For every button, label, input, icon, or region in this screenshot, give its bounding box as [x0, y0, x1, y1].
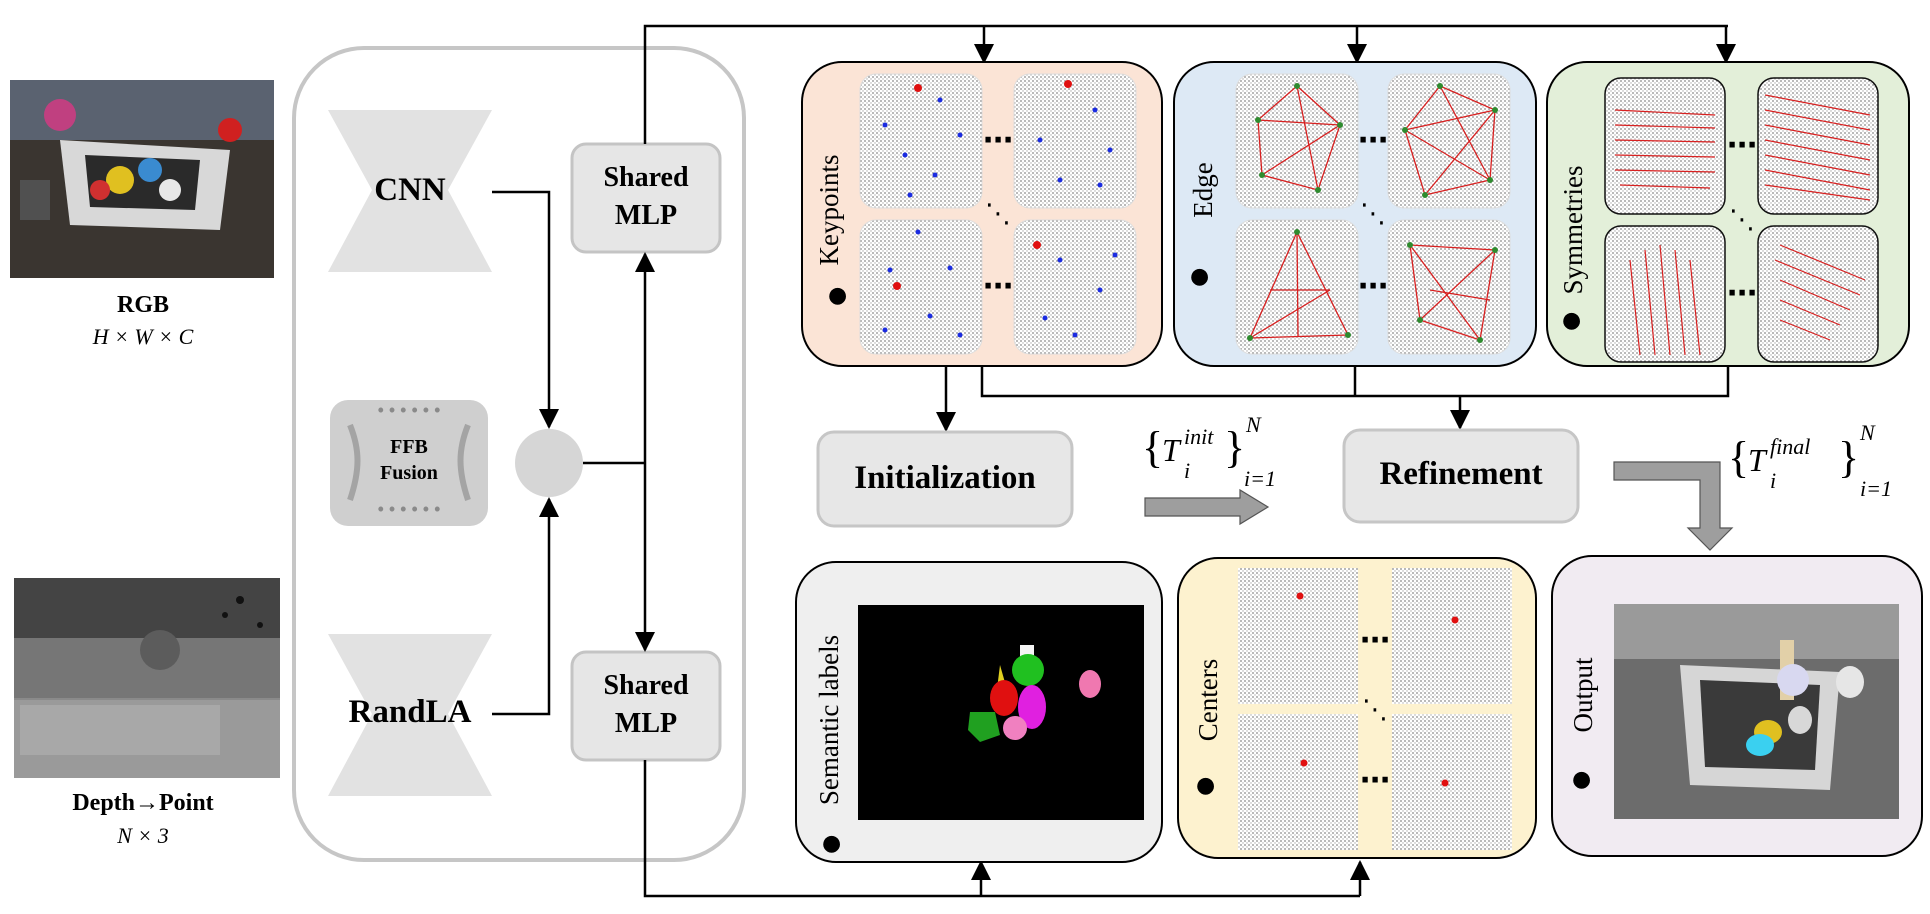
t-final-formula: { T final i } N i=1: [1728, 420, 1892, 501]
centers-bullet: ●: [1196, 773, 1215, 798]
keypoints-thumbnails: [859, 73, 1137, 355]
initialization-label: Initialization: [854, 460, 1036, 496]
output-image: [1614, 604, 1899, 819]
rgb-label: RGB: [116, 292, 169, 318]
shared-mlp-top-line2: MLP: [614, 200, 678, 231]
centers-thumbnails: [1238, 568, 1512, 850]
t-init-sup: init: [1184, 424, 1214, 449]
semantic-title: Semantic labels: [814, 635, 844, 805]
t-final-range-sub: i=1: [1860, 476, 1892, 501]
centers-ellipsis-top: ⋯: [1360, 623, 1390, 658]
rgb-input-image: [10, 80, 274, 278]
ffb-fusion-block: [330, 400, 488, 526]
symmetries-diag-ellipsis: ⋱: [1729, 205, 1755, 235]
symmetries-thumbnails: [1604, 77, 1879, 363]
t-init-formula: { T init i } N i=1: [1142, 412, 1276, 491]
output-bullet: ●: [1572, 767, 1591, 792]
t-final-sup: final: [1770, 434, 1811, 459]
ffb-dots-top: • • • • • •: [378, 400, 441, 420]
t-init-range-sub: i=1: [1244, 466, 1276, 491]
edge-bullet: ●: [1190, 264, 1209, 289]
t-init-sub: i: [1184, 458, 1191, 483]
centers-ellipsis-bottom: ⋯: [1360, 763, 1390, 798]
keypoints-ellipsis-top: ⋯: [983, 123, 1013, 158]
semantic-bullet: ●: [822, 831, 841, 856]
centers-diag-ellipsis: ⋱: [1362, 695, 1388, 725]
symmetries-bullet: ●: [1562, 308, 1581, 333]
t-init-range-sup: N: [1246, 412, 1261, 437]
edge-ellipsis-top: ⋯: [1358, 123, 1388, 158]
initialization-block: [816, 430, 1074, 528]
arrow-refinement-to-output: [1613, 461, 1734, 551]
refinement-block: [1342, 428, 1580, 524]
arrow-randla-to-fusion: [492, 497, 559, 716]
shared-mlp-bottom-line1: Shared: [603, 670, 689, 701]
arrow-init-to-refinement: [1144, 488, 1270, 526]
symmetries-ellipsis-bottom: ⋯: [1727, 276, 1757, 311]
depth-input-image: [14, 578, 280, 778]
shared-mlp-top-line1: Shared: [603, 162, 689, 193]
cnn-block: [328, 110, 492, 272]
line-mlp-top-bus: [643, 24, 1728, 144]
output-title: Output: [1568, 657, 1598, 733]
ffb-label-line1: FFB: [390, 436, 428, 458]
semantic-label-map: [858, 605, 1144, 820]
keypoints-bullet: ●: [828, 283, 847, 308]
shared-mlp-bottom-line2: MLP: [614, 708, 678, 739]
t-final-range-sup: N: [1860, 420, 1875, 445]
keypoints-title: Keypoints: [814, 155, 844, 266]
edge-diag-ellipsis: ⋱: [1360, 199, 1386, 229]
depth-label: Depth→Point: [72, 790, 214, 816]
ffb-dots-bottom: • • • • • •: [378, 499, 441, 519]
ffb-swap-arrow-left: [347, 423, 361, 501]
randla-block: [328, 634, 492, 796]
keypoints-diag-ellipsis: ⋱: [985, 199, 1011, 229]
symmetries-ellipsis-top: ⋯: [1727, 128, 1757, 163]
edge-ellipsis-bottom: ⋯: [1358, 269, 1388, 304]
line-mlp-bottom-bus: [643, 760, 1360, 898]
symmetries-title: Symmetries: [1558, 166, 1588, 295]
edge-thumbnails: [1235, 73, 1511, 355]
t-final-sub: i: [1770, 468, 1777, 493]
edge-title: Edge: [1188, 162, 1218, 217]
ffb-swap-arrow-right: [457, 423, 471, 501]
t-init-base: T: [1162, 432, 1180, 468]
centers-title: Centers: [1193, 659, 1223, 741]
cnn-label: CNN: [374, 172, 446, 208]
refinement-label: Refinement: [1379, 456, 1543, 492]
keypoints-ellipsis-bottom: ⋯: [983, 269, 1013, 304]
arrow-cnn-to-fusion: [492, 190, 559, 429]
fusion-node: [515, 429, 583, 497]
ffb-label-line2: Fusion: [380, 462, 438, 484]
shared-mlp-bottom-block: [570, 650, 722, 762]
shared-mlp-top-block: [570, 142, 722, 254]
randla-label: RandLA: [348, 694, 472, 730]
t-final-base: T: [1748, 442, 1766, 478]
rgb-dims: H × W × C: [92, 324, 194, 349]
depth-dims: N × 3: [117, 823, 169, 848]
